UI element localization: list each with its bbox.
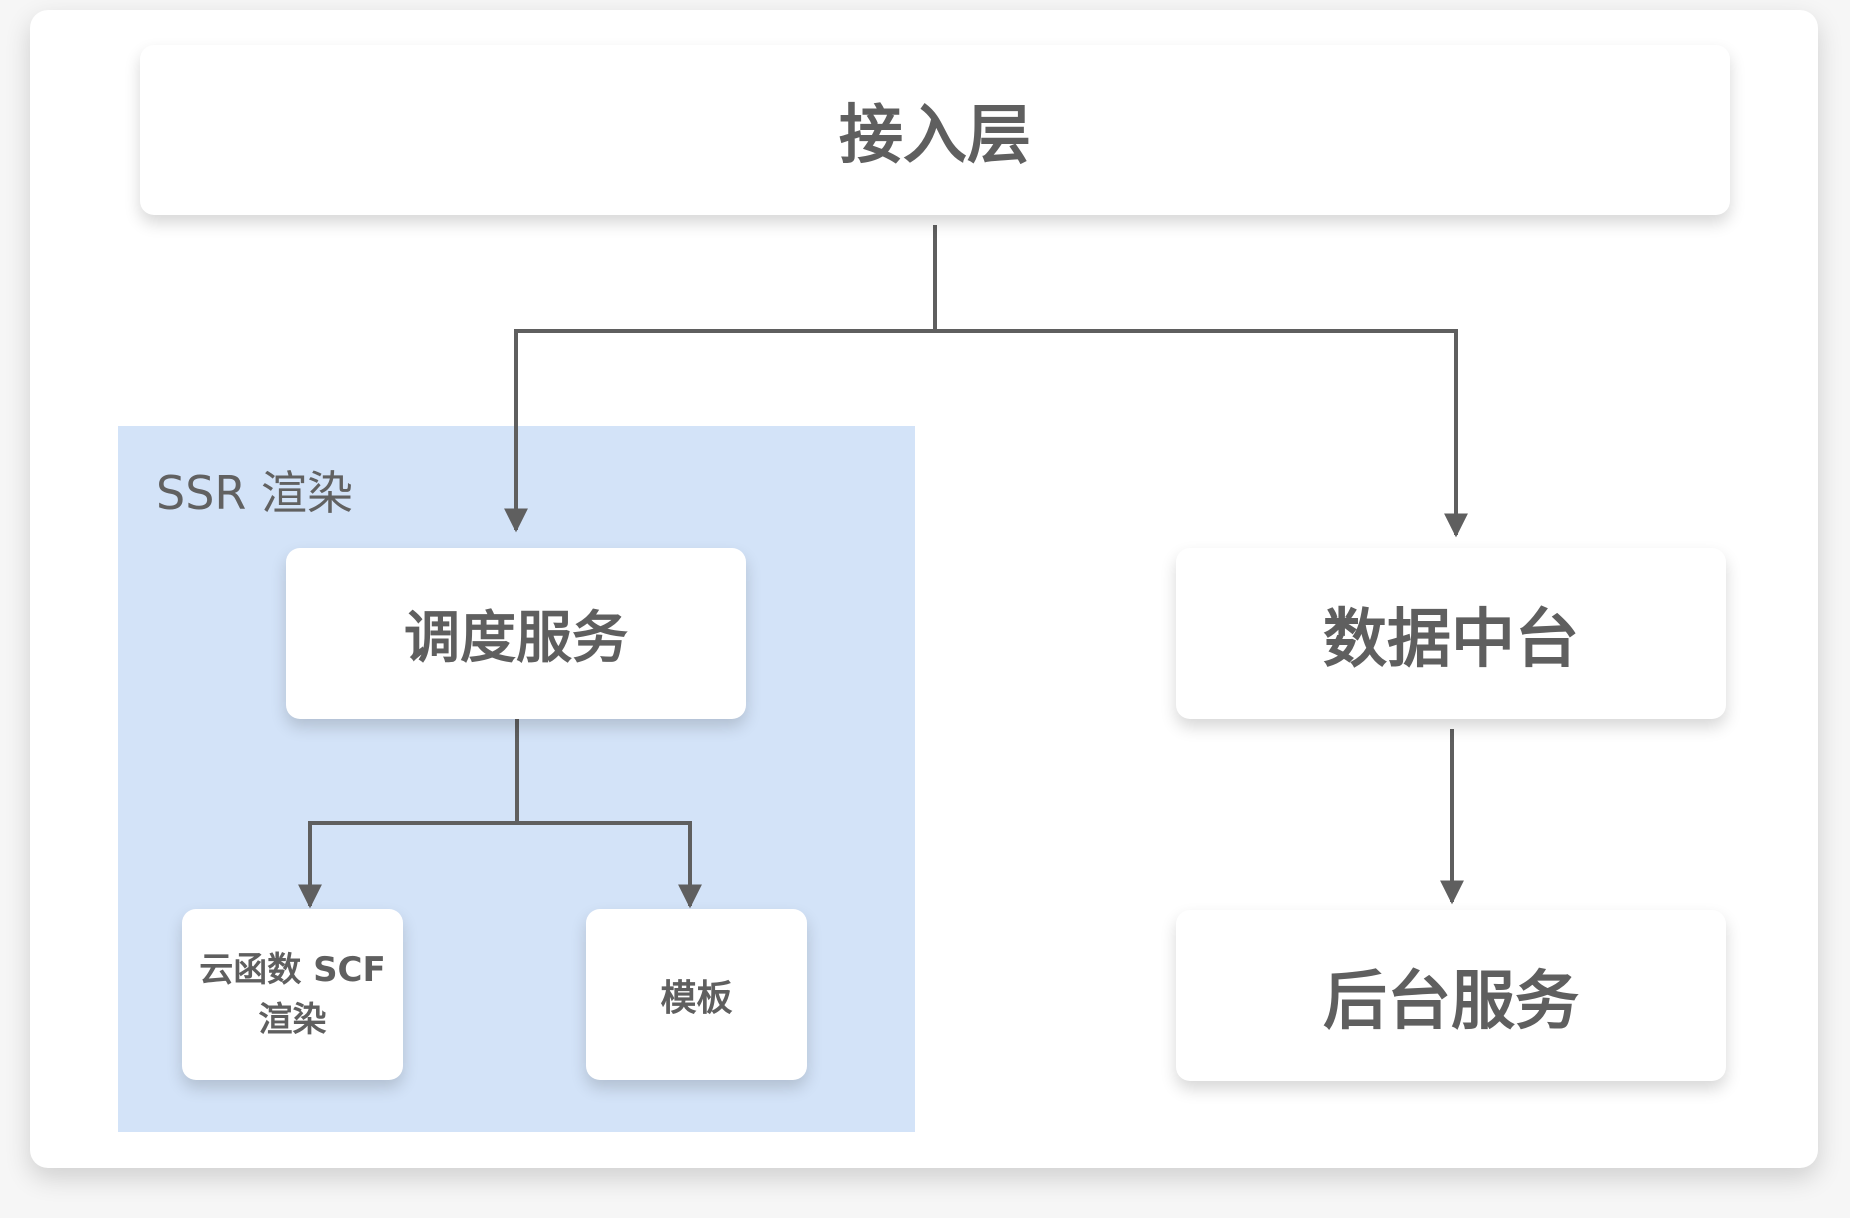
access-layer-node: 接入层 xyxy=(140,45,1730,215)
ssr-render-group-label: SSR 渲染 xyxy=(156,466,353,520)
backend-service-node: 后台服务 xyxy=(1176,910,1726,1081)
dispatch-service-node: 调度服务 xyxy=(286,548,746,719)
data-platform-node: 数据中台 xyxy=(1176,548,1726,719)
scf-render-node: 云函数 SCF 渲染 xyxy=(182,909,403,1080)
template-node: 模板 xyxy=(586,909,807,1080)
